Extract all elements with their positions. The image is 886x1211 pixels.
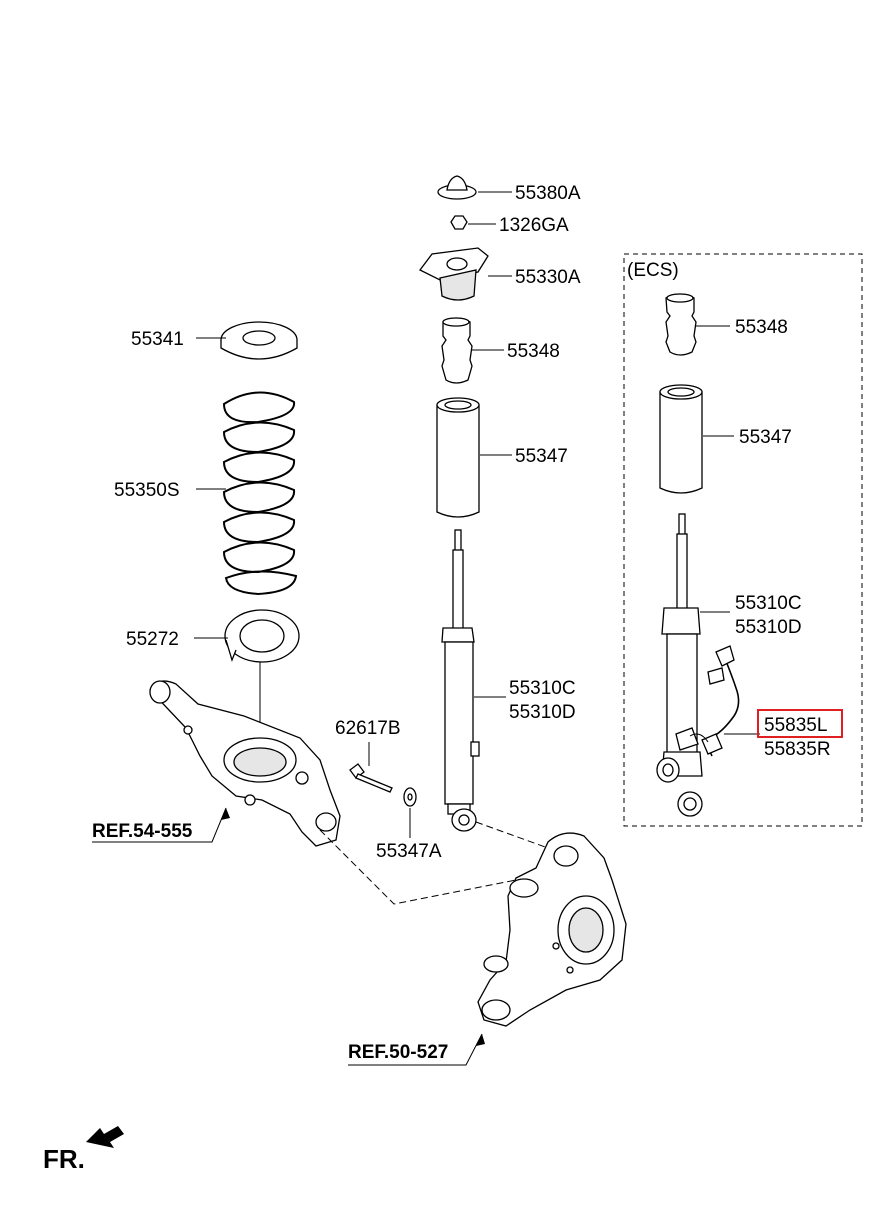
rear-knuckle[interactable]	[477, 832, 627, 1027]
ecs-part-55347-dust-cover[interactable]	[659, 384, 703, 494]
part-55310-shock-absorber[interactable]	[441, 529, 480, 832]
part-55348-bump-stopper[interactable]	[441, 317, 473, 384]
label-55330A[interactable]: 55330A	[515, 267, 581, 288]
ecs-title: (ECS)	[627, 260, 679, 281]
ecs-label-55310C[interactable]: 55310C	[735, 593, 802, 614]
label-55380A[interactable]: 55380A	[515, 183, 581, 204]
ref-54-555[interactable]: REF.54-555	[92, 821, 193, 842]
lower-control-arm[interactable]	[149, 680, 341, 847]
ecs-label-55310D[interactable]: 55310D	[735, 617, 802, 638]
label-62617B[interactable]: 62617B	[335, 718, 401, 739]
part-55380A-cap[interactable]	[437, 175, 477, 200]
label-55348[interactable]: 55348	[507, 341, 560, 362]
label-55272[interactable]: 55272	[126, 629, 179, 650]
part-55350S-coil-spring[interactable]	[222, 391, 298, 596]
label-55310C[interactable]: 55310C	[509, 678, 576, 699]
part-55341-spring-pad[interactable]	[220, 321, 298, 360]
label-1326GA[interactable]: 1326GA	[499, 215, 569, 236]
ref-50-527[interactable]: REF.50-527	[348, 1042, 448, 1063]
part-62617B-bolt[interactable]	[349, 763, 393, 793]
ecs-part-55310-shock-absorber[interactable]	[656, 513, 703, 817]
front-direction-label: FR.	[43, 1144, 85, 1174]
part-55272-lower-spring-pad[interactable]	[224, 609, 300, 663]
part-55347A-washer[interactable]	[403, 787, 417, 807]
part-55347-dust-cover[interactable]	[436, 397, 480, 518]
front-direction-arrow-icon	[86, 1126, 124, 1148]
ecs-label-55348[interactable]: 55348	[735, 317, 788, 338]
ecs-variant-box	[623, 253, 863, 827]
ecs-label-55347[interactable]: 55347	[739, 427, 792, 448]
ecs-part-55348-bump-stopper[interactable]	[665, 293, 697, 356]
highlight-55835L	[757, 709, 843, 738]
label-55310D[interactable]: 55310D	[509, 702, 576, 723]
label-55341[interactable]: 55341	[131, 329, 184, 350]
part-55330A-mount[interactable]	[419, 247, 489, 301]
label-55347[interactable]: 55347	[515, 446, 568, 467]
label-55347A[interactable]: 55347A	[376, 841, 442, 862]
label-55350S[interactable]: 55350S	[114, 480, 180, 501]
ecs-part-55835-sensor-harness[interactable]	[675, 645, 740, 757]
part-1326GA-nut[interactable]	[450, 215, 468, 230]
ecs-label-55835L[interactable]: 55835L	[764, 715, 827, 736]
ecs-label-55835R[interactable]: 55835R	[764, 739, 831, 760]
